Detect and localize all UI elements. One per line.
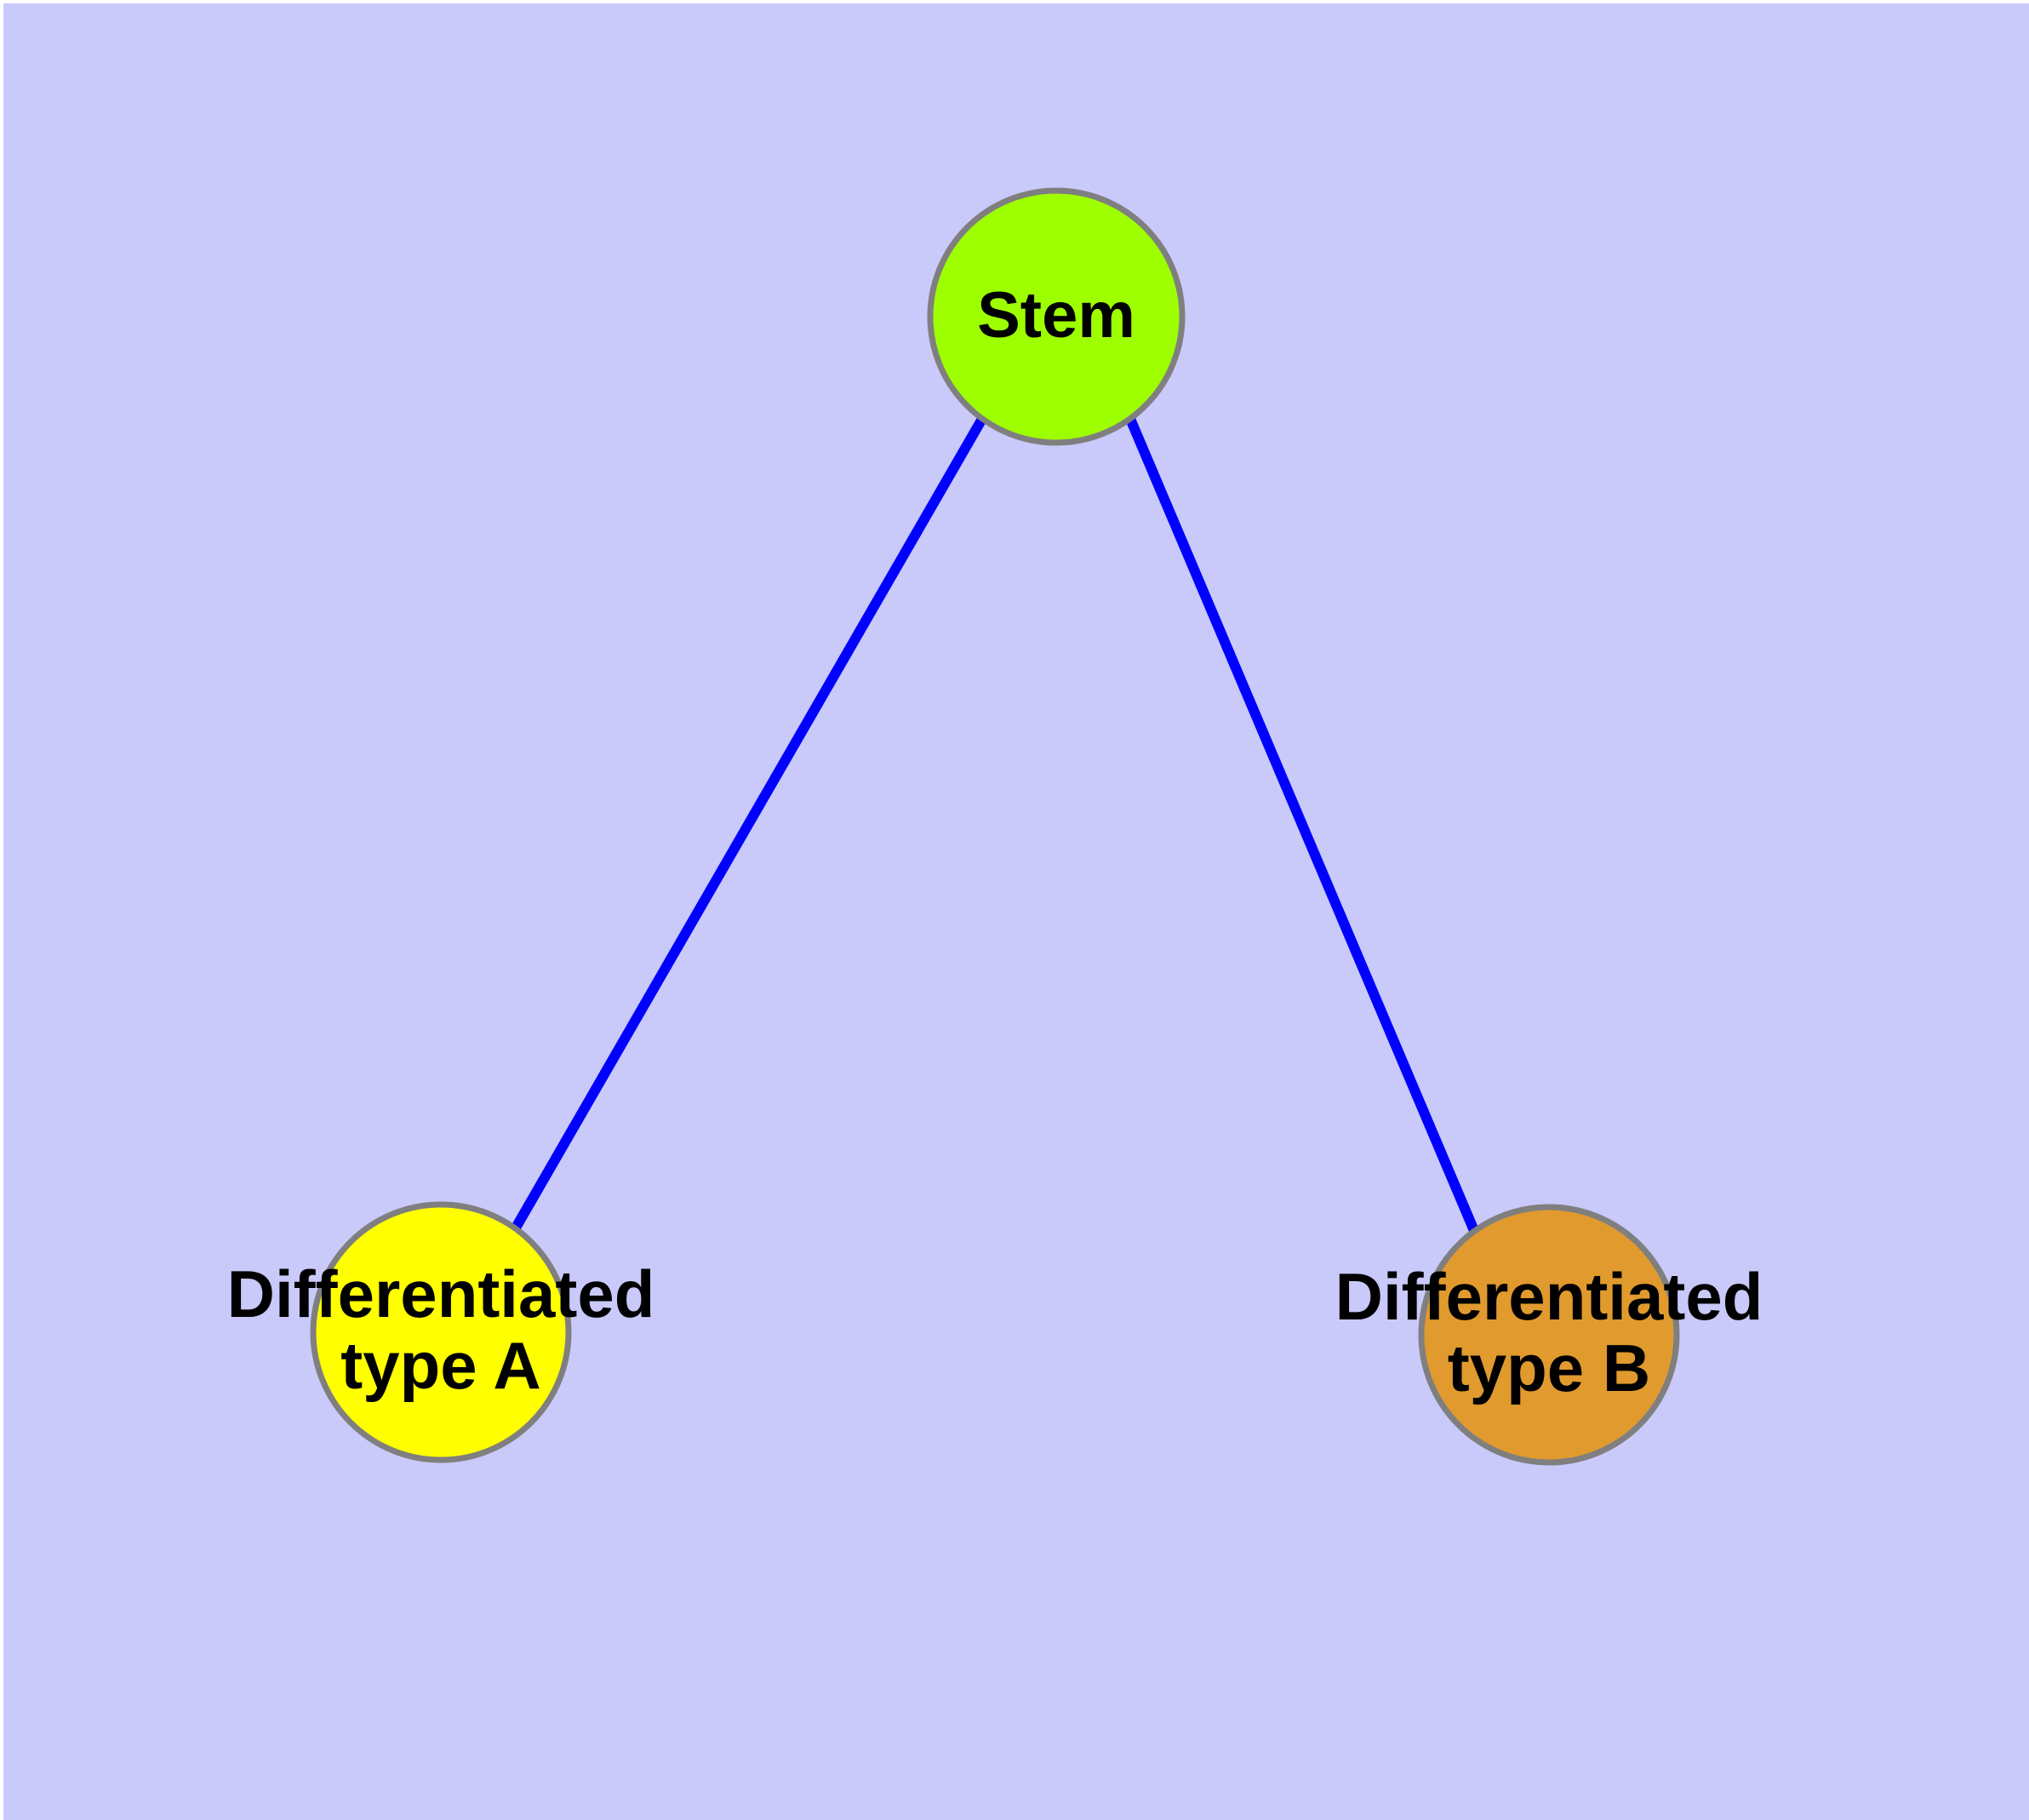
edge-layer (510, 416, 1480, 1235)
node-differentiated-type-a[interactable] (310, 1201, 572, 1463)
edge-stem-to-diff-b (1125, 416, 1480, 1235)
edge-stem-to-diff-a (510, 416, 987, 1232)
node-differentiated-type-b[interactable] (1418, 1204, 1680, 1466)
node-layer (310, 187, 1680, 1466)
node-stem[interactable] (927, 187, 1186, 446)
